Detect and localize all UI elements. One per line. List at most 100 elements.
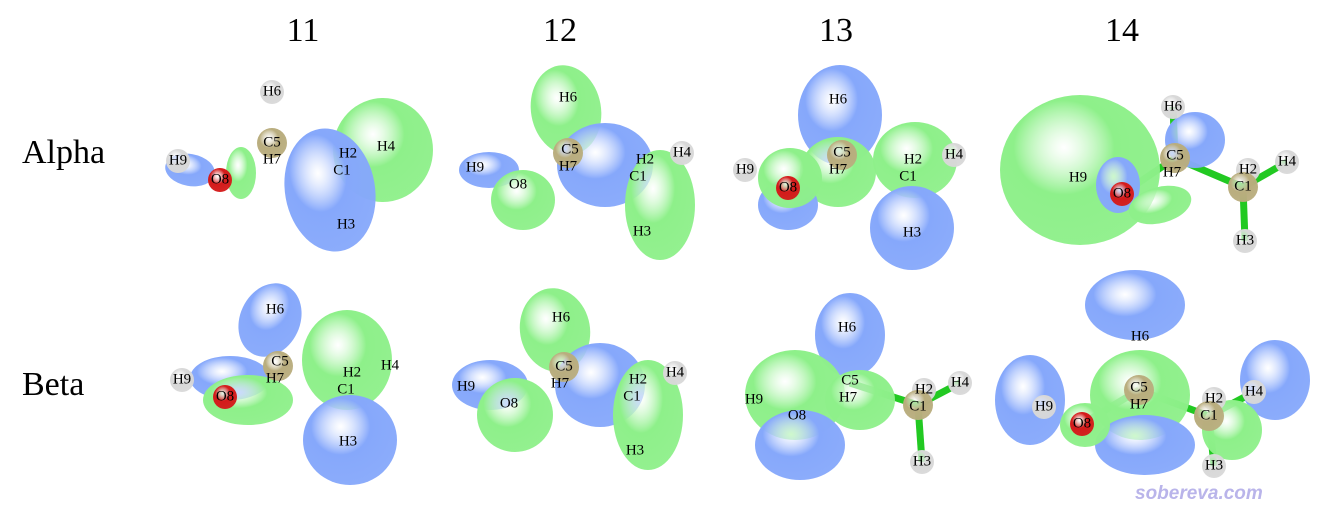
atom-label-h7: H7 (266, 370, 285, 386)
atom-sphere-H (670, 141, 694, 165)
atom-label-c5: C5 (833, 144, 851, 160)
atom-label-h7: H7 (829, 161, 848, 177)
atom-label-h7: H7 (1130, 396, 1149, 412)
atom-label-h9: H9 (1069, 169, 1087, 185)
negative-lobe (755, 410, 845, 480)
negative-lobe (995, 355, 1065, 445)
atom-sphere-H (260, 80, 284, 104)
positive-lobe (613, 360, 683, 470)
atom-label-h6: H6 (263, 83, 282, 99)
atom-label-h3: H3 (337, 216, 355, 232)
atom-label-h3: H3 (913, 453, 931, 469)
atom-label-h7: H7 (551, 375, 570, 391)
atom-label-c5: C5 (263, 134, 281, 150)
atom-label-h6: H6 (266, 301, 285, 317)
atom-label-o8: O8 (211, 171, 229, 187)
atom-label-h2: H2 (636, 151, 654, 167)
atom-label-h4: H4 (381, 357, 400, 373)
atom-sphere-O (213, 385, 237, 409)
atom-label-h7: H7 (839, 389, 858, 405)
positive-lobe (873, 122, 957, 198)
atom-label-h3: H3 (1236, 232, 1254, 248)
atom-label-h2: H2 (343, 364, 361, 380)
atom-label-h9: H9 (466, 159, 484, 175)
watermark: sobereva.com (1135, 483, 1263, 504)
atom-sphere-C (1228, 172, 1258, 202)
atom-sphere-H (1242, 380, 1266, 404)
atom-label-h2: H2 (915, 381, 933, 397)
atom-label-o8: O8 (1113, 185, 1131, 201)
atom-sphere-H (1161, 95, 1185, 119)
atom-label-h4: H4 (673, 144, 692, 160)
atom-label-o8: O8 (500, 395, 518, 411)
atom-label-h2: H2 (629, 371, 647, 387)
atom-sphere-H (942, 143, 966, 167)
atom-sphere-H (170, 368, 194, 392)
negative-lobe (284, 128, 376, 252)
atom-sphere-H (948, 371, 972, 395)
atom-label-o8: O8 (779, 179, 797, 195)
positive-lobe (302, 310, 392, 410)
atom-label-h4: H4 (1278, 153, 1297, 169)
positive-lobe (519, 288, 591, 372)
atom-sphere-C (1124, 375, 1154, 405)
atom-label-c5: C5 (841, 372, 859, 388)
atom-label-h4: H4 (666, 364, 685, 380)
atom-label-h7: H7 (559, 158, 578, 174)
atom-label-h3: H3 (633, 223, 651, 239)
atom-label-c1: C1 (623, 388, 641, 404)
atom-sphere-C (549, 352, 579, 382)
atom-label-h3: H3 (903, 224, 921, 240)
atom-label-h9: H9 (173, 371, 191, 387)
atom-label-c1: C1 (333, 162, 351, 178)
negative-lobe (1085, 270, 1185, 340)
atom-label-h6: H6 (829, 91, 848, 107)
atom-label-c5: C5 (561, 141, 579, 157)
row-header-beta: Beta (22, 366, 85, 403)
atom-label-c1: C1 (337, 381, 355, 397)
atom-label-h6: H6 (838, 319, 857, 335)
column-header-11: 11 (286, 12, 320, 49)
atom-sphere-H (166, 149, 190, 173)
positive-lobe (491, 170, 555, 230)
positive-lobe (625, 150, 695, 260)
atom-label-h9: H9 (169, 152, 187, 168)
atom-label-h2: H2 (1239, 161, 1257, 177)
atom-label-c5: C5 (1130, 379, 1148, 395)
negative-lobe (870, 186, 954, 270)
atom-label-h2: H2 (1205, 390, 1223, 406)
atom-sphere-H (1275, 150, 1299, 174)
atom-label-h7: H7 (263, 151, 282, 167)
negative-lobe (798, 65, 882, 165)
atom-label-h9: H9 (736, 161, 754, 177)
atom-sphere-C (827, 140, 857, 170)
atom-sphere-H (1032, 395, 1056, 419)
atom-sphere-C (257, 128, 287, 158)
atom-sphere-H (910, 450, 934, 474)
atom-sphere-H (1233, 229, 1257, 253)
atom-sphere-C (903, 390, 933, 420)
atom-label-o8: O8 (1073, 415, 1091, 431)
column-header-12: 12 (543, 12, 577, 49)
atom-label-h4: H4 (945, 146, 964, 162)
atom-label-h3: H3 (626, 442, 644, 458)
atom-label-h4: H4 (951, 374, 970, 390)
column-header-14: 14 (1105, 12, 1139, 49)
atom-label-h2: H2 (904, 151, 922, 167)
atom-label-h4: H4 (377, 138, 396, 154)
atom-sphere-C (1194, 401, 1224, 431)
negative-lobe (1095, 415, 1195, 475)
atom-label-h3: H3 (339, 433, 357, 449)
positive-lobe (1128, 185, 1192, 225)
atom-label-c1: C1 (899, 168, 917, 184)
atom-sphere-O (208, 168, 232, 192)
negative-lobe (303, 395, 397, 485)
